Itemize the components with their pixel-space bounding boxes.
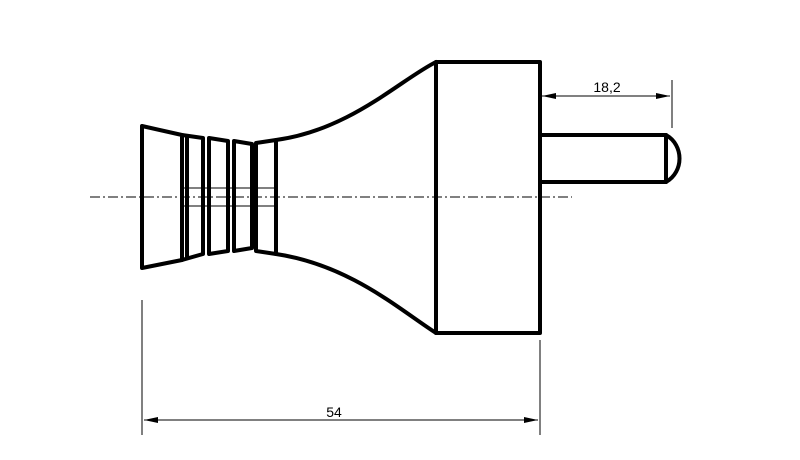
rib-4 (232, 139, 254, 253)
rib-1 (180, 133, 205, 262)
pin-length-dimension: 18,2 (542, 79, 673, 128)
arrowhead-left (542, 93, 556, 99)
arrowhead-right (656, 93, 670, 99)
flange-block (434, 60, 542, 335)
arrowhead-left (144, 417, 158, 423)
arrowhead-right (524, 417, 538, 423)
overall-length-label: 54 (326, 404, 342, 420)
plug-pin (538, 133, 682, 184)
overall-length-dimension: 54 (141, 300, 541, 435)
rib-3 (207, 136, 230, 256)
pin-length-label: 18,2 (593, 79, 620, 95)
